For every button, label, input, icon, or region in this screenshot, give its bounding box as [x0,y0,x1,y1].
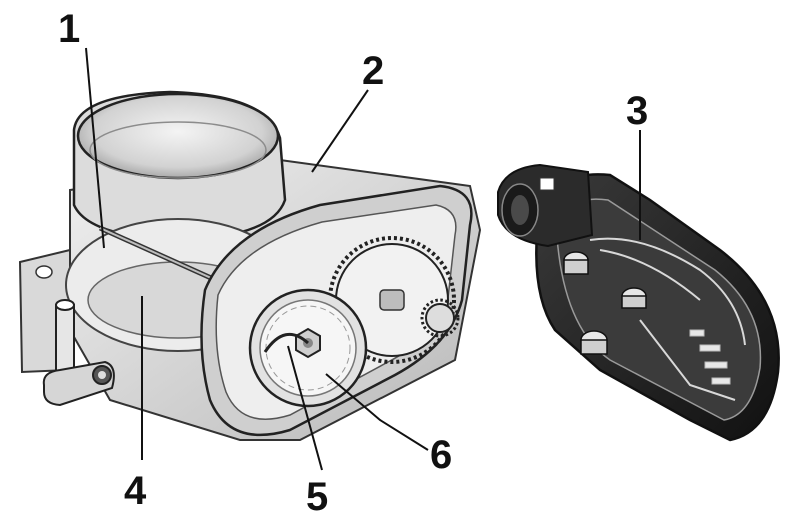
cover-post-upper [563,251,589,275]
callout-1: 1 [58,7,80,51]
callout-5: 5 [306,475,328,518]
intake-bore [76,92,280,180]
sensor-track [689,329,731,385]
callout-6: 6 [430,433,452,477]
coolant-pipe [42,299,115,407]
sensor-traces [589,237,746,401]
leader-5 [287,345,323,471]
cover-post-lower [580,330,608,355]
flange-bolt-hole [35,265,53,279]
callout-3: 3 [626,89,648,133]
leader-2 [311,89,369,173]
electrical-connector [497,163,594,248]
leader-lines [85,47,641,471]
cover-post-center [621,287,647,309]
throttle-body-housing [18,90,482,441]
intermediate-gear [420,298,460,338]
spring-arm [263,332,310,353]
sensor-cover [497,163,780,442]
callout-2: 2 [362,49,384,93]
leader-1 [85,47,105,249]
callout-4: 4 [124,469,147,513]
leader-6 [325,373,429,451]
bore-inner-shadow [89,121,267,179]
